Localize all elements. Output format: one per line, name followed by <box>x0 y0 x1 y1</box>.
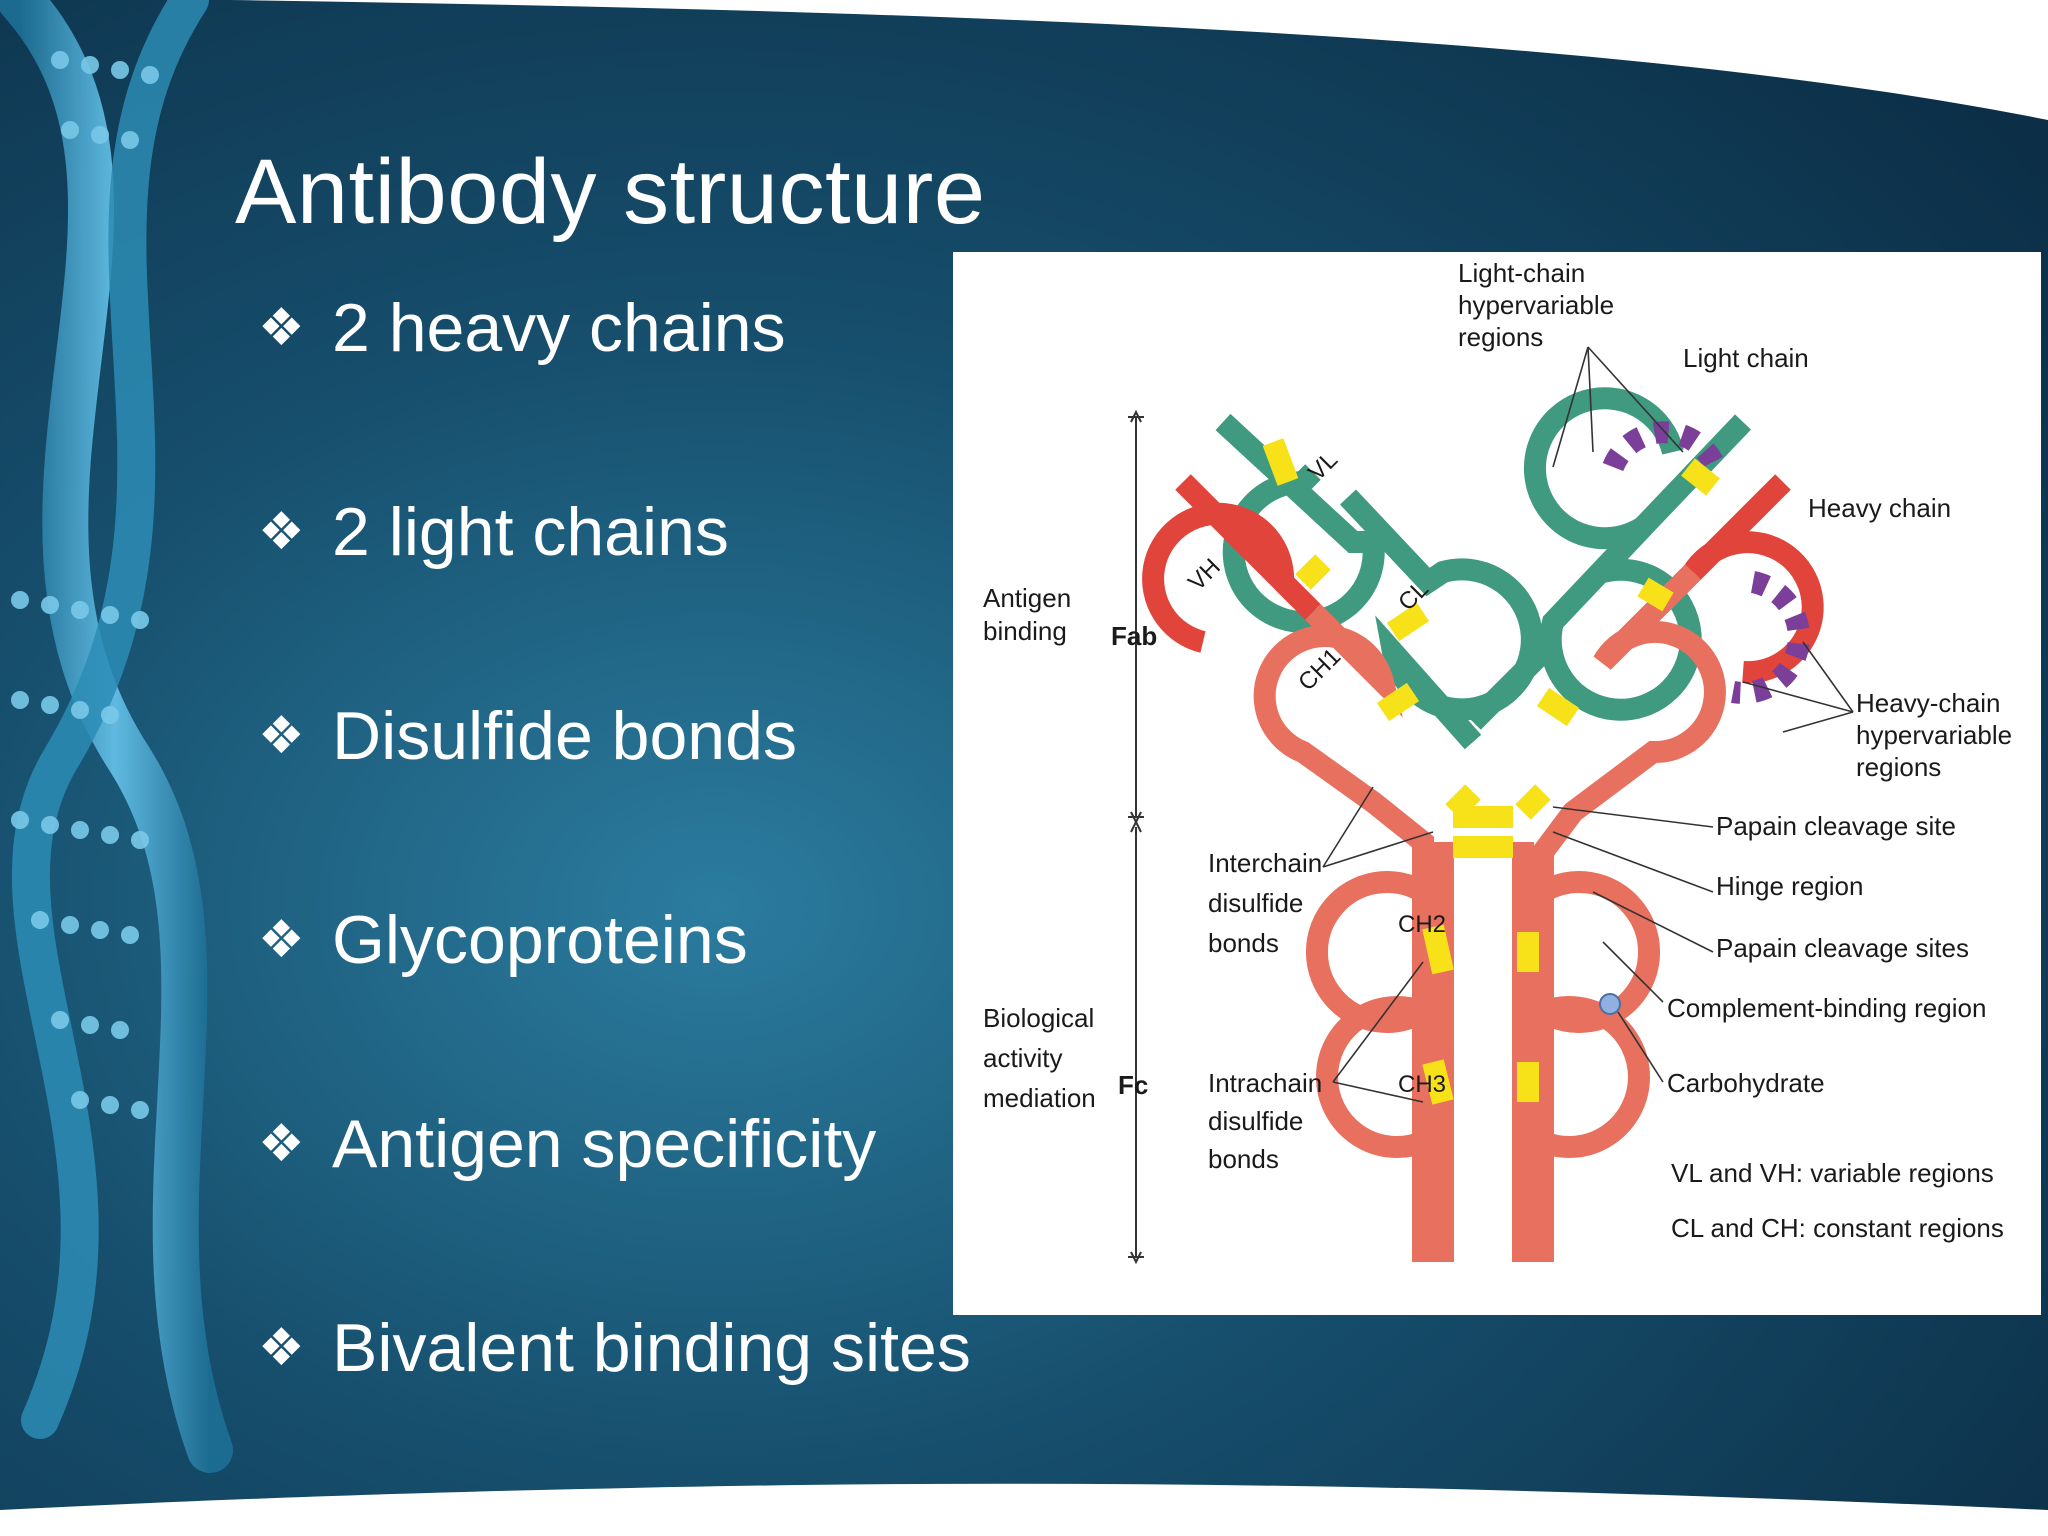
bullet-text: Disulfide bonds <box>332 698 797 774</box>
bullet-glyph-icon: ❖ <box>258 1318 305 1378</box>
hinge-label: Hinge region <box>1716 871 1863 901</box>
bullet-glyph-icon: ❖ <box>258 502 305 562</box>
heavy-chain-label: Heavy chain <box>1808 493 1951 523</box>
bio-activity-line1: Biological <box>983 1003 1094 1033</box>
legend-constant: CL and CH: constant regions <box>1671 1213 2004 1243</box>
legend-variable: VL and VH: variable regions <box>1671 1158 1994 1188</box>
hypervariable-regions <box>1602 421 1810 704</box>
bullet-glyph-icon: ❖ <box>258 298 305 358</box>
light-hv-label-line2: hypervariable <box>1458 290 1614 320</box>
ch3-label: CH3 <box>1398 1071 1446 1098</box>
fc-label: Fc <box>1118 1070 1148 1100</box>
bullet-text: Bivalent binding sites <box>332 1310 971 1386</box>
interchain-line1: Interchain <box>1208 848 1322 878</box>
bullet-text: 2 light chains <box>332 494 729 570</box>
heavy-hv-label-line1: Heavy-chain <box>1856 688 2001 718</box>
dna-helix <box>0 0 233 1473</box>
antigen-binding-line2: binding <box>983 616 1067 646</box>
papain-sites-label: Papain cleavage sites <box>1716 933 1969 963</box>
intrachain-line2: disulfide <box>1208 1106 1303 1136</box>
bullet-list: ❖ 2 heavy chains ❖ 2 light chains ❖ Disulfi… <box>258 290 971 1514</box>
interchain-line2: disulfide <box>1208 888 1303 918</box>
fab-label: Fab <box>1111 621 1157 651</box>
heavy-hv-label-line3: regions <box>1856 752 1941 782</box>
bullet-item: ❖ Disulfide bonds <box>258 698 971 902</box>
intrachain-line3: bonds <box>1208 1144 1279 1174</box>
callout-lines <box>1322 346 1854 1103</box>
scale-bars <box>1128 409 1144 1265</box>
heavy-chain-variable-right <box>1683 474 1824 684</box>
bullet-glyph-icon: ❖ <box>258 706 305 766</box>
bio-activity-line3: mediation <box>983 1083 1096 1113</box>
bullet-text: Glycoproteins <box>332 902 748 978</box>
bullet-item: ❖ Antigen specificity <box>258 1106 971 1310</box>
interchain-line3: bonds <box>1208 928 1279 958</box>
papain-site-label: Papain cleavage site <box>1716 811 1956 841</box>
bullet-glyph-icon: ❖ <box>258 1114 305 1174</box>
bullet-text: Antigen specificity <box>332 1106 877 1182</box>
complement-label: Complement-binding region <box>1667 993 1986 1023</box>
carbohydrate-icon <box>1599 993 1621 1015</box>
carbohydrate-label: Carbohydrate <box>1667 1068 1825 1098</box>
light-hv-label-line1: Light-chain <box>1458 258 1585 288</box>
bullet-item: ❖ 2 heavy chains <box>258 290 971 494</box>
slide-title: Antibody structure <box>235 141 986 243</box>
bullet-text: 2 heavy chains <box>332 290 786 366</box>
ch2-label: CH2 <box>1398 911 1446 938</box>
bullet-item: ❖ Glycoproteins <box>258 902 971 1106</box>
heavy-chain-constant <box>1253 564 1726 1262</box>
intrachain-line1: Intrachain <box>1208 1068 1322 1098</box>
bullet-glyph-icon: ❖ <box>258 910 305 970</box>
bullet-item: ❖ Bivalent binding sites <box>258 1310 971 1514</box>
antibody-diagram: VL CL VH CH1 CH2 CH3 Light-chain hyperva… <box>953 252 2041 1315</box>
light-chain-right <box>1465 387 1751 730</box>
heavy-hv-label-line2: hypervariable <box>1856 720 2012 750</box>
heavy-chain-variable-left <box>1142 474 1321 653</box>
bullet-item: ❖ 2 light chains <box>258 494 971 698</box>
disulfide-bonds <box>1262 438 1720 1105</box>
light-chain-label: Light chain <box>1683 343 1809 373</box>
antigen-binding-line1: Antigen <box>983 583 1071 613</box>
light-hv-label-line3: regions <box>1458 322 1543 352</box>
bio-activity-line2: activity <box>983 1043 1062 1073</box>
